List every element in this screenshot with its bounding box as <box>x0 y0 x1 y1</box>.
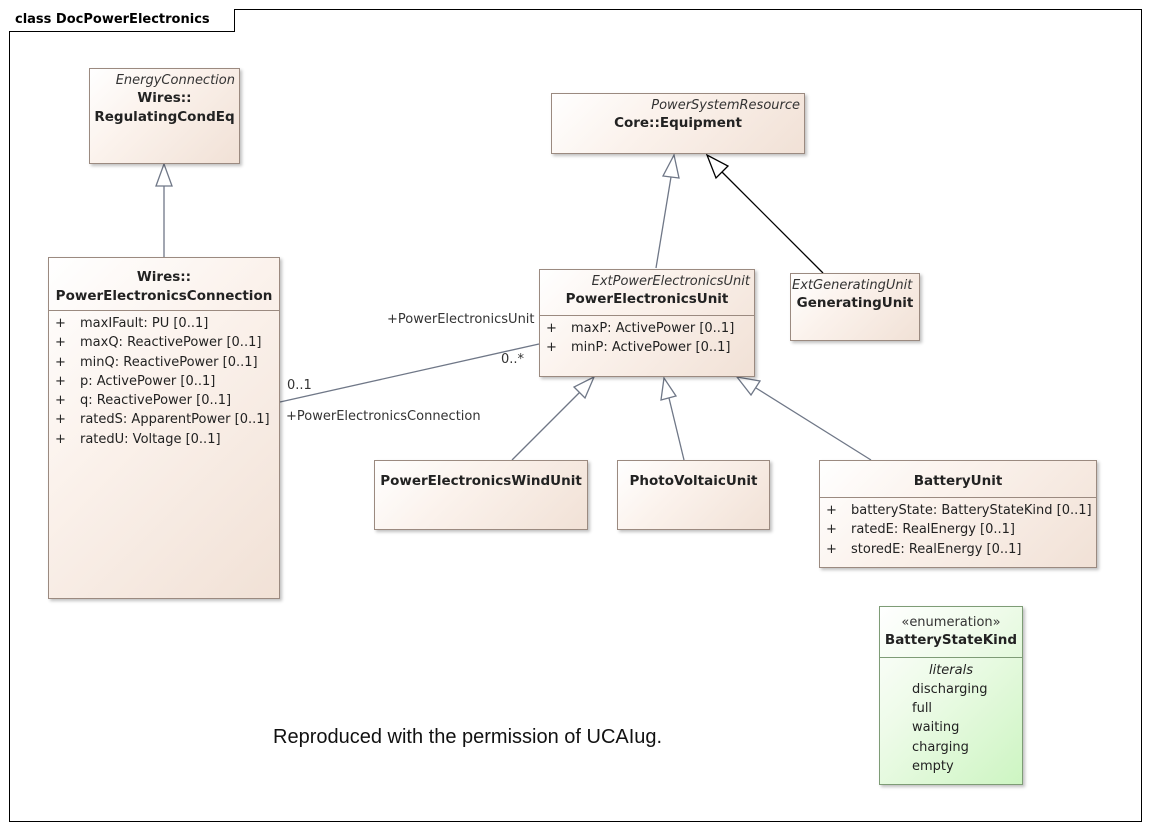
visibility-marker: + <box>55 316 66 331</box>
compartment-divider <box>49 310 279 311</box>
attribute-text: maxIFault: PU [0..1] <box>80 316 209 331</box>
attribute-row: + ratedE: RealEnergy [0..1] <box>826 520 1090 539</box>
class-name: Wires:: <box>136 269 192 285</box>
visibility-marker: + <box>55 431 66 447</box>
class-name: BatteryUnit <box>913 473 1003 489</box>
visibility-marker: + <box>55 335 66 351</box>
stereotype: PowerSystemResource <box>651 98 800 113</box>
role-label-unit: +PowerElectronicsUnit <box>387 312 535 327</box>
attribute-text: batteryState: BatteryStateKind [0..1] <box>851 503 1092 518</box>
stereotype: ExtGeneratingUnit <box>792 278 913 293</box>
gen-arrowhead <box>660 376 678 401</box>
attribute-row: + maxIFault: PU [0..1] <box>55 314 273 333</box>
attribute-row: + p: ActivePower [0..1] <box>55 372 273 391</box>
gen-wind-to-peu <box>511 391 581 461</box>
attribute-list: + batteryState: BatteryStateKind [0..1] + r… <box>820 498 1096 559</box>
class-power-electronics-wind-unit[interactable]: PowerElectronicsWindUnit <box>374 460 588 530</box>
gen-arrowhead <box>572 375 596 400</box>
gen-arrowhead <box>155 162 173 187</box>
enum-literal: charging <box>912 739 969 755</box>
stereotype: EnergyConnection <box>115 73 235 88</box>
enum-battery-state-kind[interactable]: «enumeration» BatteryStateKind literals … <box>879 606 1023 785</box>
class-name: RegulatingCondEq <box>94 109 235 125</box>
multiplicity-unit: 0..* <box>501 352 525 367</box>
class-name: GeneratingUnit <box>796 295 914 311</box>
attribute-list: + maxIFault: PU [0..1] + maxQ: ReactivePowe… <box>49 311 279 449</box>
role-label-connection: +PowerElectronicsConnection <box>286 409 481 424</box>
attribute-text: maxP: ActivePower [0..1] <box>571 321 735 336</box>
compartment-divider <box>880 657 1022 658</box>
attribute-row: + maxP: ActivePower [0..1] <box>546 319 748 338</box>
class-power-electronics-unit[interactable]: ExtPowerElectronicsUnit PowerElectronics… <box>539 269 755 377</box>
attribute-text: ratedE: RealEnergy [0..1] <box>851 522 1016 538</box>
attribute-text: q: ReactivePower [0..1] <box>80 393 232 409</box>
visibility-marker: + <box>546 340 557 356</box>
attribute-text: ratedU: Voltage [0..1] <box>80 431 221 447</box>
diagram-title: class DocPowerElectronics <box>9 9 235 32</box>
class-name: Wires:: <box>137 90 192 106</box>
literal-list: discharging full waiting charging empty <box>880 680 1022 776</box>
attribute-row: + minQ: ReactivePower [0..1] <box>55 353 273 372</box>
attribute-row: + storedE: RealEnergy [0..1] <box>826 540 1090 559</box>
enum-literal: waiting <box>912 720 960 736</box>
diagram-frame <box>9 9 1142 822</box>
gen-peu-to-equipment <box>655 176 672 269</box>
visibility-marker: + <box>55 412 66 428</box>
attribute-row: + maxQ: ReactivePower [0..1] <box>55 333 273 352</box>
visibility-marker: + <box>55 354 66 370</box>
visibility-marker: + <box>55 393 66 409</box>
class-name: PhotoVoltaicUnit <box>629 473 758 489</box>
compartment-divider <box>540 315 754 316</box>
stereotype: ExtPowerElectronicsUnit <box>591 274 750 289</box>
gen-arrowhead <box>661 153 680 179</box>
association-pec-peu <box>279 343 540 403</box>
compartment-divider <box>820 497 1096 498</box>
class-name: PowerElectronicsUnit <box>565 291 729 307</box>
attribute-row: + minP: ActivePower [0..1] <box>546 338 748 357</box>
multiplicity-connection: 0..1 <box>287 378 312 393</box>
gen-generating-to-equipment <box>721 171 824 274</box>
attribute-text: minQ: ReactivePower [0..1] <box>80 354 258 370</box>
attribute-text: p: ActivePower [0..1] <box>80 373 216 389</box>
class-battery-unit[interactable]: BatteryUnit + batteryState: BatteryStateK… <box>819 460 1097 568</box>
gen-battery-to-peu <box>755 387 872 461</box>
visibility-marker: + <box>826 541 837 557</box>
gen-pv-to-peu <box>668 397 685 461</box>
class-regulating-cond-eq[interactable]: EnergyConnection Wires:: RegulatingCondE… <box>89 68 240 164</box>
gen-arrowhead <box>735 376 762 397</box>
enum-literal: discharging <box>912 682 988 697</box>
enum-literal: full <box>912 701 933 717</box>
attribute-list: + maxP: ActivePower [0..1] + minP: ActivePo… <box>540 316 754 358</box>
stereotype: «enumeration» <box>901 615 1001 630</box>
attribute-row: + batteryState: BatteryStateKind [0..1] <box>826 501 1092 520</box>
gen-arrowhead <box>705 153 730 180</box>
visibility-marker: + <box>826 503 837 518</box>
class-equipment[interactable]: PowerSystemResource Core::Equipment <box>551 93 805 154</box>
visibility-marker: + <box>55 373 66 389</box>
class-name: Core::Equipment <box>614 115 742 131</box>
class-power-electronics-connection[interactable]: Wires:: PowerElectronicsConnection + maxI… <box>48 257 280 599</box>
visibility-marker: + <box>826 522 837 538</box>
class-name: BatteryStateKind <box>884 632 1018 648</box>
literals-heading: literals <box>928 663 973 678</box>
attribute-row: + ratedS: ApparentPower [0..1] <box>55 410 273 429</box>
permission-notice: Reproduced with the permission of UCAIug… <box>273 726 663 748</box>
attribute-row: + q: ReactivePower [0..1] <box>55 391 273 410</box>
class-photovoltaic-unit[interactable]: PhotoVoltaicUnit <box>617 460 770 530</box>
attribute-text: ratedS: ApparentPower [0..1] <box>80 412 270 428</box>
class-generating-unit[interactable]: ExtGeneratingUnit GeneratingUnit <box>790 273 920 341</box>
class-name: PowerElectronicsConnection <box>55 288 273 304</box>
visibility-marker: + <box>546 321 557 336</box>
attribute-row: + ratedU: Voltage [0..1] <box>55 430 273 449</box>
enum-literal: empty <box>912 758 954 774</box>
attribute-text: minP: ActivePower [0..1] <box>571 340 731 356</box>
attribute-text: maxQ: ReactivePower [0..1] <box>80 335 262 351</box>
class-name: PowerElectronicsWindUnit <box>380 473 582 489</box>
attribute-text: storedE: RealEnergy [0..1] <box>851 541 1022 557</box>
